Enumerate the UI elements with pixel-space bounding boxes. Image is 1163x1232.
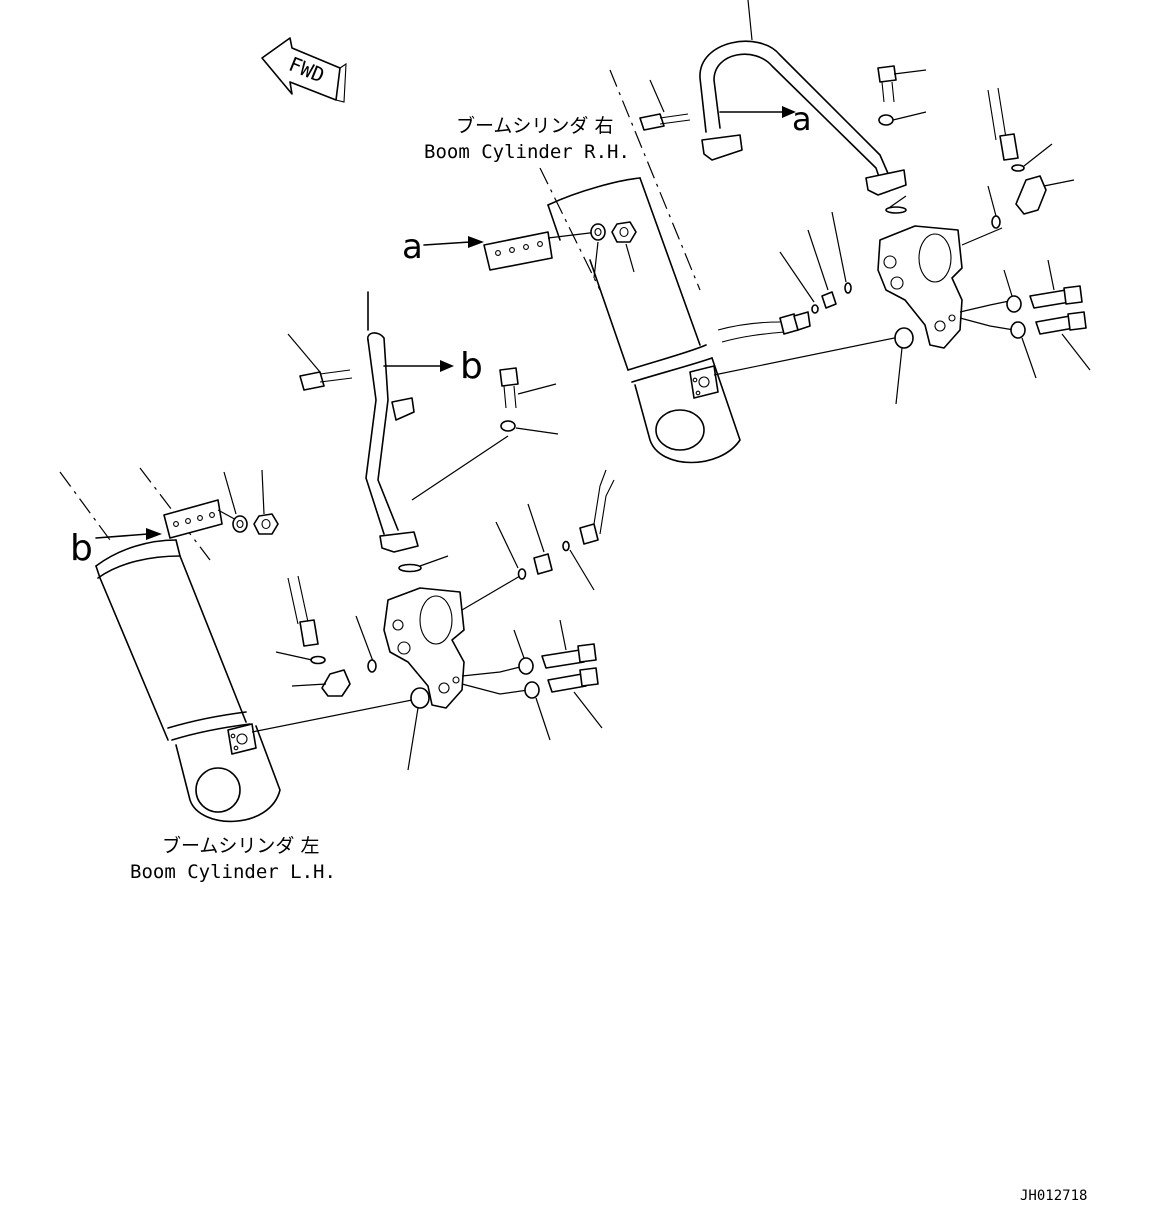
pipe-lh: b [365,291,483,553]
sensor-rh [987,87,1075,229]
fittings-lh [355,469,615,673]
svg-text:b: b [70,528,93,569]
label-lh: ブームシリンダ 左 Boom Cylinder L.H. [130,834,336,883]
hose-fitting-rh [717,211,852,343]
callout-b-right: b [460,346,483,387]
label-lh-jp: ブームシリンダ 左 [162,834,319,857]
pipe-rh: a [699,0,907,196]
callout-b-left: b [70,528,162,569]
label-rh-en: Boom Cylinder R.H. [424,141,630,163]
callout-a-right: a [792,100,812,138]
label-lh-en: Boom Cylinder L.H. [130,861,336,883]
label-rh: ブームシリンダ 右 Boom Cylinder R.H. [424,114,630,163]
fwd-arrow-icon: FWD [261,37,347,103]
valve-lh [383,575,529,771]
bolts-rh-lower [1003,259,1091,379]
drawing-number: JH012718 [1020,1188,1087,1204]
label-rh-jp: ブームシリンダ 右 [456,114,613,137]
bolt-rh-top [877,65,927,214]
bolts-lh-lower [513,619,603,741]
sensor-lh [275,575,351,697]
bolt-lh-top [398,367,559,573]
clamp-lh [287,333,353,391]
valve-rh [877,225,1015,405]
boom-cylinder-rh [483,69,905,464]
callout-a-left: a [402,227,484,267]
boom-cylinder-lh [59,467,413,823]
svg-text:a: a [402,227,423,267]
clamp-rh [639,79,691,131]
